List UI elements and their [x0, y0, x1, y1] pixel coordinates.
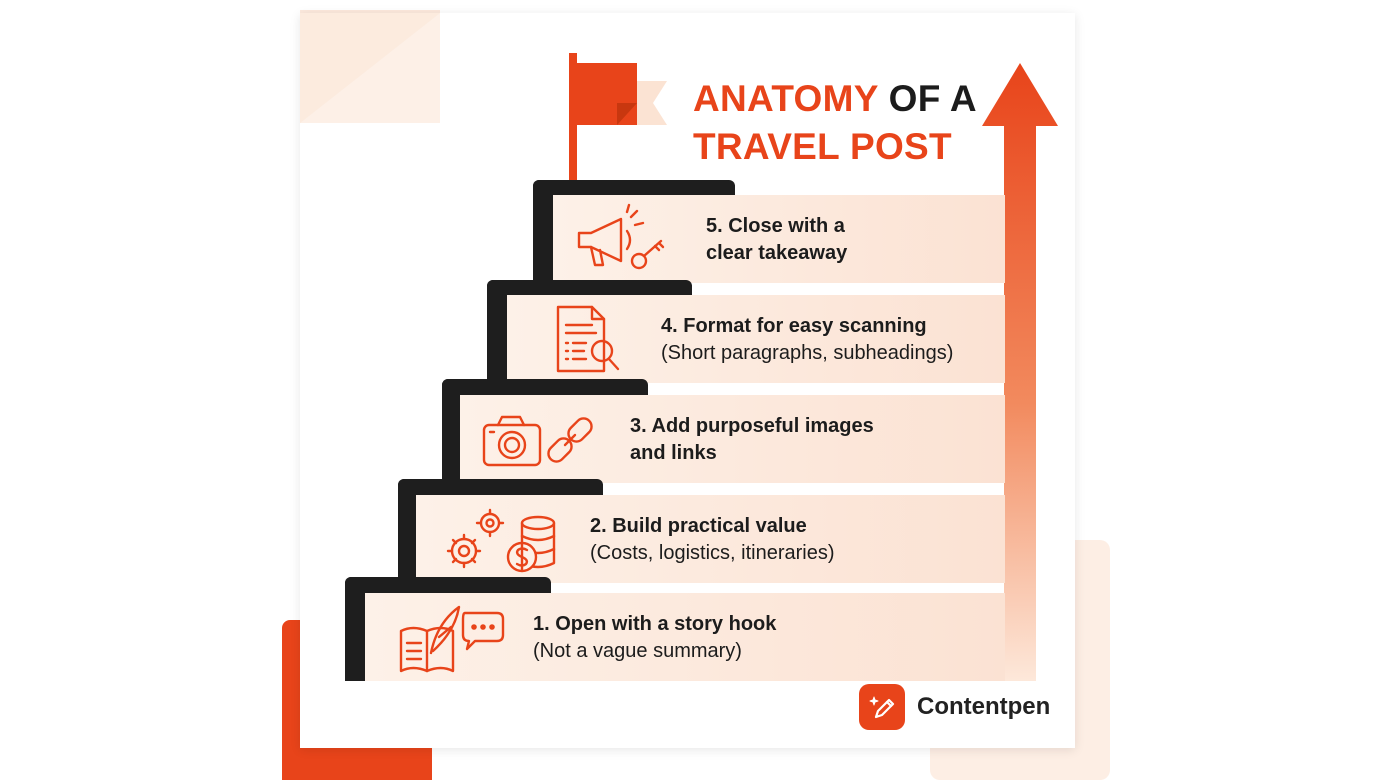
- up-arrow-icon: [982, 63, 1058, 681]
- step-3-text: 3. Add purposeful images and links: [630, 413, 874, 467]
- megaphone-key-icon: [577, 203, 665, 270]
- gears-coins-icon: [446, 508, 556, 573]
- step-3-subtitle: and links: [630, 442, 717, 464]
- stair-riser-2-side: [398, 479, 416, 583]
- infographic-card: ANATOMY OF A TRAVEL POST 5. Close with a…: [300, 13, 1075, 748]
- step-5-text: 5. Close with a clear takeaway: [706, 213, 847, 267]
- step-2-subtitle: (Costs, logistics, itineraries): [590, 542, 835, 564]
- step-5-subtitle: clear takeaway: [706, 242, 848, 264]
- step-1: 1. Open with a story hook (Not a vague s…: [365, 593, 1005, 681]
- step-4-subtitle: (Short paragraphs, subheadings): [661, 342, 954, 364]
- step-2: 2. Build practical value (Costs, logisti…: [416, 495, 1005, 583]
- document-magnifier-icon: [556, 305, 620, 373]
- step-4-title: 4. Format for easy scanning: [661, 315, 927, 337]
- page-title: ANATOMY OF A TRAVEL POST: [693, 75, 977, 171]
- step-3-title: 3. Add purposeful images: [630, 415, 874, 437]
- stair-riser-3-side: [442, 379, 460, 483]
- title-line2: TRAVEL POST: [693, 126, 952, 167]
- book-quill-speech-icon: [399, 605, 505, 673]
- stair-riser-5: [533, 180, 735, 198]
- stair-riser-2: [398, 479, 603, 497]
- title-accent-word: ANATOMY: [693, 78, 879, 119]
- step-4: 4. Format for easy scanning (Short parag…: [507, 295, 1005, 383]
- step-5: 5. Close with a clear takeaway: [553, 195, 1005, 283]
- stair-riser-4-side: [487, 280, 507, 383]
- step-2-title: 2. Build practical value: [590, 515, 807, 537]
- step-3: 3. Add purposeful images and links: [460, 395, 1005, 483]
- step-1-title: 1. Open with a story hook: [533, 613, 777, 635]
- step-4-text: 4. Format for easy scanning (Short parag…: [661, 313, 953, 367]
- stair-riser-4: [487, 280, 692, 298]
- title-line1-rest: OF A: [878, 78, 977, 119]
- brand-name: Contentpen: [917, 693, 1051, 720]
- camera-link-icon: [482, 415, 593, 467]
- stair-riser-5-side: [533, 180, 553, 283]
- step-1-subtitle: (Not a vague summary): [533, 640, 742, 662]
- step-5-title: 5. Close with a: [706, 215, 845, 237]
- brand-logo: Contentpen: [859, 684, 1050, 730]
- stair-riser-1: [345, 577, 551, 595]
- pen-sparkle-icon: [859, 684, 905, 730]
- step-2-text: 2. Build practical value (Costs, logisti…: [590, 513, 835, 567]
- corner-decoration-triangle: [300, 13, 440, 123]
- stair-riser-1-side: [345, 577, 365, 681]
- step-1-text: 1. Open with a story hook (Not a vague s…: [533, 611, 776, 665]
- stair-riser-3: [442, 379, 648, 397]
- flag-icon: [569, 53, 667, 188]
